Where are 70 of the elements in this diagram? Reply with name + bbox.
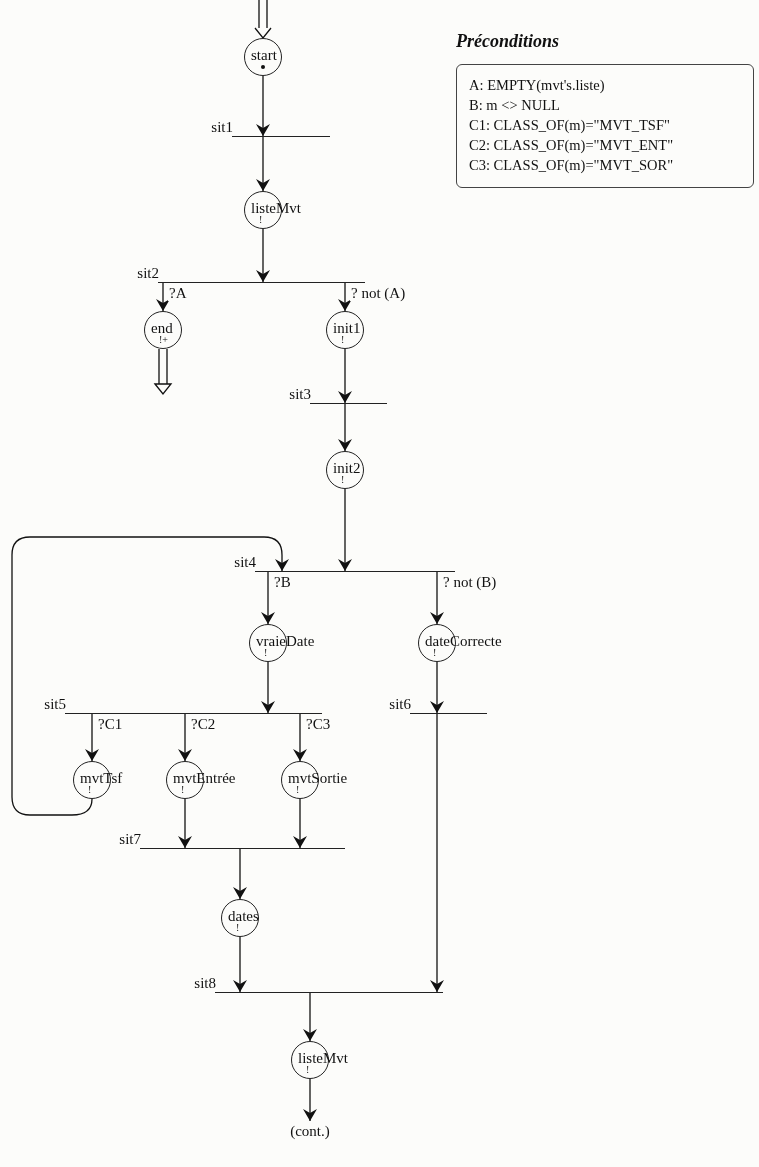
state-marker: !	[341, 475, 345, 485]
situation-label: sit7	[119, 831, 141, 847]
arrow	[338, 402, 352, 452]
state-marker: !	[341, 335, 345, 345]
arrow	[233, 936, 247, 993]
state-marker: !	[259, 215, 263, 225]
arrow	[156, 281, 170, 312]
state-marker: !+	[159, 335, 168, 345]
state-name: init1	[333, 319, 362, 336]
continuation-text: (cont.)	[290, 1122, 330, 1140]
condition-text: A: EMPTY(mvt's.liste)	[469, 76, 606, 95]
state-name: init2	[333, 459, 362, 476]
state-name: mvtTsf	[80, 769, 123, 786]
state-name: mvtEntrée	[173, 769, 236, 786]
arrow	[338, 281, 352, 312]
situation-label: sit3	[289, 386, 311, 402]
arrow	[256, 135, 270, 192]
situation-label: sit5	[44, 696, 66, 712]
state-name: vraieDate	[256, 632, 315, 649]
edge-label: ? not (A)	[350, 285, 407, 301]
state-name: dates	[228, 907, 259, 924]
condition-text: C3: CLASS_OF(m)="MVT_SOR"	[469, 156, 675, 175]
state-marker: !	[181, 785, 185, 795]
state-name: end	[151, 319, 174, 336]
panel-title: Préconditions	[456, 30, 560, 52]
situation-label: sit2	[137, 265, 159, 281]
edge-label: ?A	[168, 285, 188, 301]
arrow	[293, 798, 307, 849]
state-name: dateCorrecte	[425, 632, 502, 649]
arrow	[261, 570, 275, 625]
state-marker: !	[236, 923, 240, 933]
arrow	[178, 798, 192, 849]
arrow	[430, 712, 444, 993]
situation-label: sit1	[211, 119, 233, 135]
edge-label: ?C1	[97, 716, 124, 732]
condition-text: B: m <> NULL	[469, 96, 561, 115]
situation-label: sit4	[234, 554, 256, 570]
arrow	[256, 228, 270, 283]
arrow	[293, 712, 307, 762]
condition-text: C2: CLASS_OF(m)="MVT_ENT"	[469, 136, 675, 155]
state-marker: !	[433, 648, 437, 658]
state-name: listeMvt	[298, 1049, 348, 1066]
arrow	[303, 991, 317, 1042]
arrow	[256, 75, 270, 137]
edge-label: ?B	[273, 574, 292, 590]
state-name: mvtSortie	[288, 769, 348, 786]
state-marker: !	[88, 785, 92, 795]
double-arrow	[254, 0, 272, 40]
arrow	[11, 536, 289, 816]
arrow	[178, 712, 192, 762]
edge-label: ?C3	[305, 716, 332, 732]
state-name: listeMvt	[251, 199, 301, 216]
state-marker: !	[296, 785, 300, 795]
double-arrow	[154, 348, 172, 396]
edge-label: ?C2	[190, 716, 217, 732]
condition-text: C1: CLASS_OF(m)="MVT_TSF"	[469, 116, 671, 135]
state-marker: !	[264, 648, 268, 658]
arrow	[261, 661, 275, 714]
arrow	[338, 348, 352, 404]
arrow	[430, 570, 444, 625]
arrow	[303, 1078, 317, 1122]
state-name: start	[251, 46, 278, 64]
arrow	[430, 661, 444, 714]
situation-label: sit8	[194, 975, 216, 991]
situation-label: sit6	[389, 696, 411, 712]
arrow	[338, 488, 352, 572]
arrow	[233, 847, 247, 900]
arrow	[85, 712, 99, 762]
state-marker: !	[306, 1065, 310, 1075]
edge-label: ? not (B)	[442, 574, 498, 590]
